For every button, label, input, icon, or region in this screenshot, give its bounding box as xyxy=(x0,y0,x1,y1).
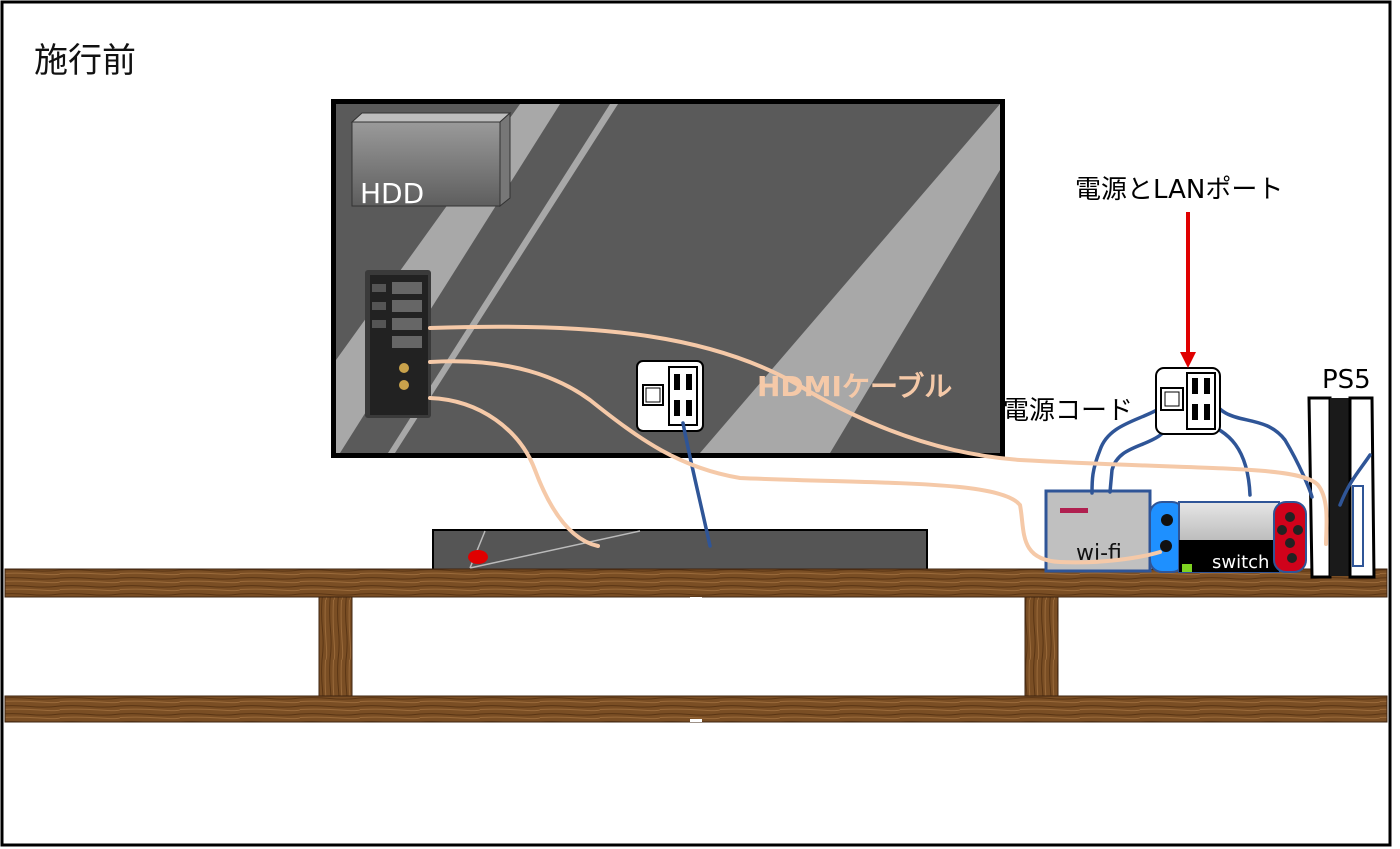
hdmi-selector xyxy=(365,270,431,418)
hdmi-cable-label: HDMIケーブル xyxy=(757,370,952,403)
power-cord-label: 電源コード xyxy=(1003,396,1133,426)
power-lan-port-label: 電源とLANポート xyxy=(1075,175,1283,205)
joycon-right xyxy=(1273,501,1307,573)
outlet-icon xyxy=(636,360,704,432)
tv-stand xyxy=(4,568,1388,723)
hdmi-cables xyxy=(428,324,1329,565)
outlet-icon xyxy=(1155,367,1221,435)
soundbar-power-led xyxy=(468,550,488,564)
soundbar xyxy=(432,529,928,572)
nintendo-switch: switch xyxy=(1149,501,1307,573)
ps5-label: PS5 xyxy=(1322,365,1371,395)
arrow-down-icon xyxy=(1180,212,1196,368)
hdd-label: HDD xyxy=(360,177,424,210)
switch-label: switch xyxy=(1212,552,1269,573)
ps5: PS5 xyxy=(1307,365,1376,579)
diagram-title: 施行前 xyxy=(34,41,136,81)
hdd: HDD xyxy=(350,111,512,210)
